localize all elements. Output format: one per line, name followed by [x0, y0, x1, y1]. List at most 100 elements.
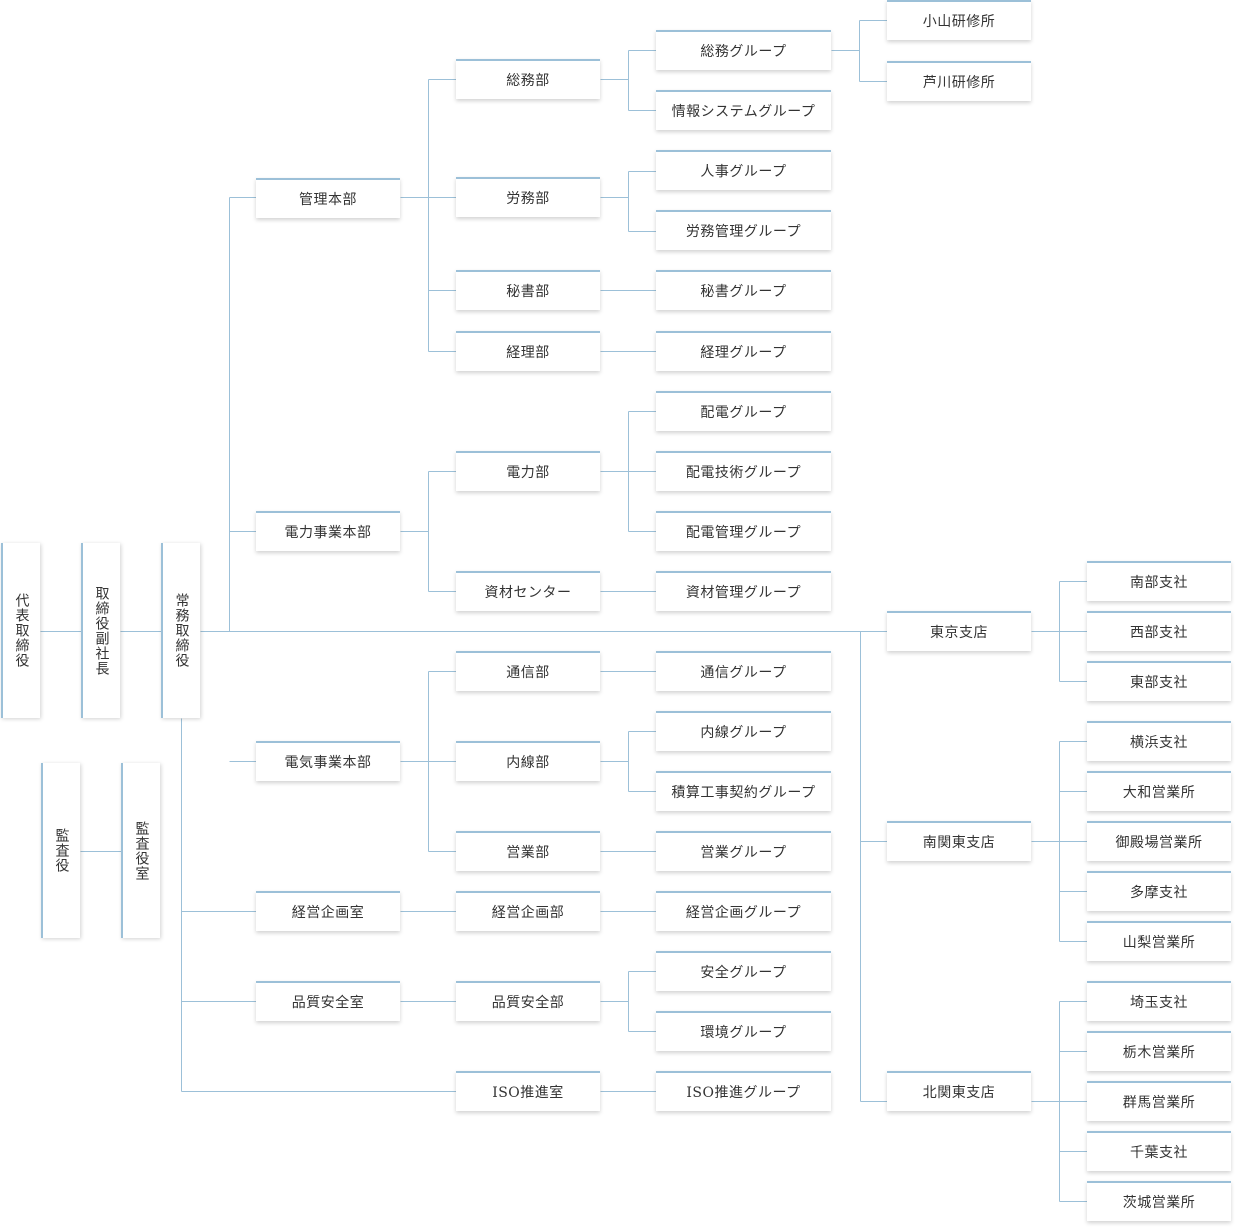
audit-office-label: 監査役室	[133, 820, 150, 881]
group-comms-label: 通信グループ	[700, 665, 787, 681]
office-ibaraki[interactable]: 茨城営業所	[1087, 1181, 1231, 1221]
office-yamato[interactable]: 大和営業所	[1087, 771, 1231, 811]
branch-tokyo[interactable]: 東京支店	[887, 611, 1031, 651]
group-comms[interactable]: 通信グループ	[656, 651, 831, 691]
office-saitama[interactable]: 埼玉支社	[1087, 981, 1231, 1021]
president-label: 代表取締役	[13, 593, 30, 668]
division-planning[interactable]: 経営企画室	[256, 891, 400, 931]
office-yamanashi[interactable]: 山梨営業所	[1087, 921, 1231, 961]
branch-south-kanto[interactable]: 南関東支店	[887, 821, 1031, 861]
group-dist-tech-label: 配電技術グループ	[685, 465, 802, 481]
group-accounting[interactable]: 経理グループ	[656, 331, 831, 371]
vice-president-box[interactable]: 取締役副社長	[81, 543, 120, 718]
group-distribution-label: 配電グループ	[700, 405, 787, 421]
group-planning[interactable]: 経営企画グループ	[656, 891, 831, 931]
dept-materials-label: 資材センター	[484, 585, 572, 601]
group-materials[interactable]: 資材管理グループ	[656, 571, 831, 611]
group-it-label: 情報システムグループ	[671, 104, 816, 120]
division-electric[interactable]: 電気事業本部	[256, 741, 400, 781]
dept-iso[interactable]: ISO推進室	[456, 1071, 600, 1111]
office-chiba[interactable]: 千葉支社	[1087, 1131, 1231, 1171]
dept-materials[interactable]: 資材センター	[456, 571, 600, 611]
division-quality-label: 品質安全室	[291, 995, 365, 1011]
dept-quality-label: 品質安全部	[491, 995, 565, 1011]
dept-comms-label: 通信部	[506, 665, 550, 681]
group-estimate[interactable]: 積算工事契約グループ	[656, 771, 831, 811]
office-south-label: 南部支社	[1130, 575, 1188, 591]
division-power[interactable]: 電力事業本部	[256, 511, 400, 551]
dept-general-affairs-label: 総務部	[506, 73, 550, 89]
office-gotemba-label: 御殿場営業所	[1115, 835, 1203, 851]
group-general-label: 総務グループ	[700, 44, 787, 60]
group-it[interactable]: 情報システムグループ	[656, 90, 831, 130]
dept-secretary-label: 秘書部	[506, 284, 550, 300]
dept-planning-label: 経営企画部	[491, 905, 565, 921]
dept-accounting-label: 経理部	[506, 345, 550, 361]
division-admin[interactable]: 管理本部	[256, 178, 400, 218]
office-east[interactable]: 東部支社	[1087, 661, 1231, 701]
division-electric-label: 電気事業本部	[284, 755, 372, 771]
dept-sales[interactable]: 営業部	[456, 831, 600, 871]
group-secretary[interactable]: 秘書グループ	[656, 270, 831, 310]
audit-office-box[interactable]: 監査役室	[121, 763, 160, 938]
dept-accounting[interactable]: 経理部	[456, 331, 600, 371]
dept-secretary[interactable]: 秘書部	[456, 270, 600, 310]
office-tama[interactable]: 多摩支社	[1087, 871, 1231, 911]
group-wiring[interactable]: 内線グループ	[656, 711, 831, 751]
branch-north-kanto[interactable]: 北関東支店	[887, 1071, 1031, 1111]
group-distribution[interactable]: 配電グループ	[656, 391, 831, 431]
office-tama-label: 多摩支社	[1130, 885, 1188, 901]
group-labor-mgmt[interactable]: 労務管理グループ	[656, 210, 831, 250]
group-sales[interactable]: 営業グループ	[656, 831, 831, 871]
dept-general-affairs[interactable]: 総務部	[456, 59, 600, 99]
office-saitama-label: 埼玉支社	[1130, 995, 1188, 1011]
training-center-oyama[interactable]: 小山研修所	[887, 0, 1031, 40]
managing-director-box[interactable]: 常務取締役	[161, 543, 200, 718]
group-general[interactable]: 総務グループ	[656, 30, 831, 70]
dept-planning[interactable]: 経営企画部	[456, 891, 600, 931]
branch-south-kanto-label: 南関東支店	[922, 835, 996, 851]
office-tochigi[interactable]: 栃木営業所	[1087, 1031, 1231, 1071]
group-iso[interactable]: ISO推進グループ	[656, 1071, 831, 1111]
office-tochigi-label: 栃木営業所	[1122, 1045, 1196, 1061]
office-gunma-label: 群馬営業所	[1122, 1095, 1196, 1111]
managing-director-label: 常務取締役	[173, 593, 190, 668]
dept-quality[interactable]: 品質安全部	[456, 981, 600, 1021]
office-east-label: 東部支社	[1130, 675, 1188, 691]
dept-comms[interactable]: 通信部	[456, 651, 600, 691]
dept-wiring[interactable]: 内線部	[456, 741, 600, 781]
office-south[interactable]: 南部支社	[1087, 561, 1231, 601]
branch-tokyo-label: 東京支店	[930, 625, 988, 641]
training-center-ashikawa[interactable]: 芦川研修所	[887, 61, 1031, 101]
group-dist-mgmt[interactable]: 配電管理グループ	[656, 511, 831, 551]
group-sales-label: 営業グループ	[700, 845, 787, 861]
group-hr-label: 人事グループ	[700, 164, 787, 180]
office-gotemba[interactable]: 御殿場営業所	[1087, 821, 1231, 861]
office-gunma[interactable]: 群馬営業所	[1087, 1081, 1231, 1121]
office-west-label: 西部支社	[1130, 625, 1188, 641]
group-dist-tech[interactable]: 配電技術グループ	[656, 451, 831, 491]
office-yokohama[interactable]: 横浜支社	[1087, 721, 1231, 761]
office-chiba-label: 千葉支社	[1130, 1145, 1188, 1161]
group-wiring-label: 内線グループ	[700, 725, 787, 741]
group-env[interactable]: 環境グループ	[656, 1011, 831, 1051]
training-center-oyama-label: 小山研修所	[922, 14, 996, 30]
office-yamato-label: 大和営業所	[1122, 785, 1196, 801]
office-west[interactable]: 西部支社	[1087, 611, 1231, 651]
auditor-box[interactable]: 監査役	[41, 763, 80, 938]
president-box[interactable]: 代表取締役	[1, 543, 40, 718]
dept-power[interactable]: 電力部	[456, 451, 600, 491]
division-quality[interactable]: 品質安全室	[256, 981, 400, 1021]
vice-president-label: 取締役副社長	[93, 585, 110, 676]
office-ibaraki-label: 茨城営業所	[1122, 1195, 1196, 1211]
group-safety[interactable]: 安全グループ	[656, 951, 831, 991]
group-hr[interactable]: 人事グループ	[656, 150, 831, 190]
group-dist-mgmt-label: 配電管理グループ	[685, 525, 802, 541]
dept-labor[interactable]: 労務部	[456, 177, 600, 217]
dept-labor-label: 労務部	[506, 191, 550, 207]
dept-wiring-label: 内線部	[506, 755, 550, 771]
group-secretary-label: 秘書グループ	[700, 284, 787, 300]
group-planning-label: 経営企画グループ	[685, 905, 802, 921]
group-iso-label: ISO推進グループ	[686, 1085, 801, 1101]
